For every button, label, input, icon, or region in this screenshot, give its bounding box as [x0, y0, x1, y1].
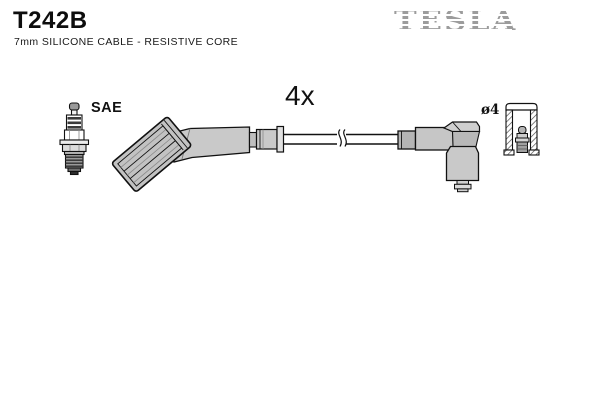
cable-right-elbow-boot — [397, 121, 481, 193]
cable-left-angled-boot — [111, 116, 192, 192]
quantity-label: 4x — [285, 80, 315, 111]
cable-left-body — [171, 125, 285, 163]
diameter-label: ø4 — [481, 102, 500, 118]
part-number: T242B — [13, 7, 88, 34]
spark-plug-illustration — [59, 102, 90, 176]
cable-wire — [283, 129, 398, 147]
sae-label: SAE — [91, 100, 123, 116]
terminal-cross-section — [503, 102, 540, 156]
product-subtitle: 7mm SILICONE CABLE - RESISTIVE CORE — [14, 36, 239, 48]
